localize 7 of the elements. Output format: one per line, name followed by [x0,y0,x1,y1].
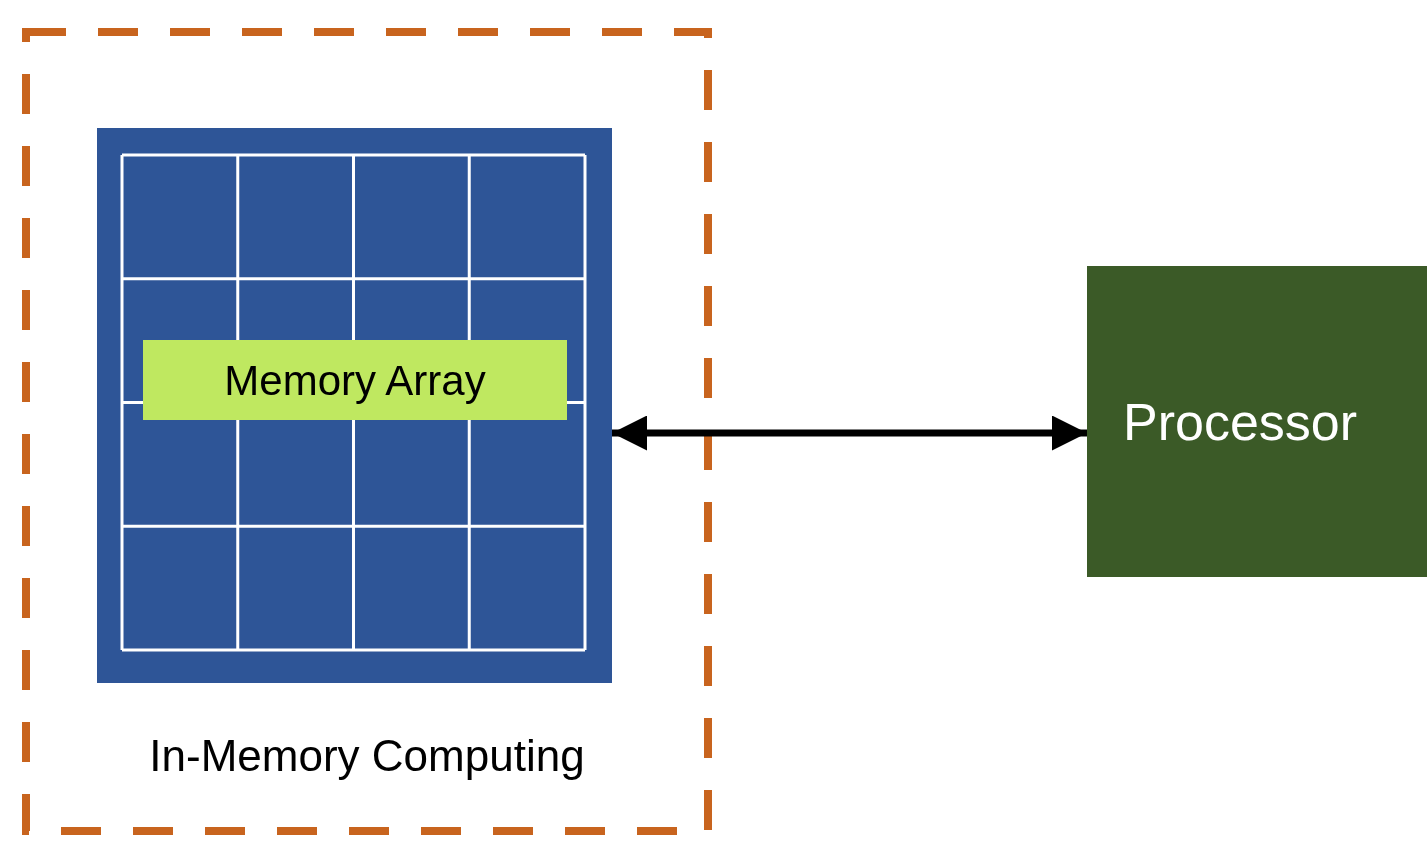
group-label: In-Memory Computing [148,730,586,782]
dashed-group-frame [22,28,712,835]
double-arrow [612,415,1087,451]
processor-label: Processor [1123,391,1358,453]
memory-array-grid [97,128,612,683]
processor-box [1087,266,1427,577]
array-label: Memory Array [143,340,567,420]
